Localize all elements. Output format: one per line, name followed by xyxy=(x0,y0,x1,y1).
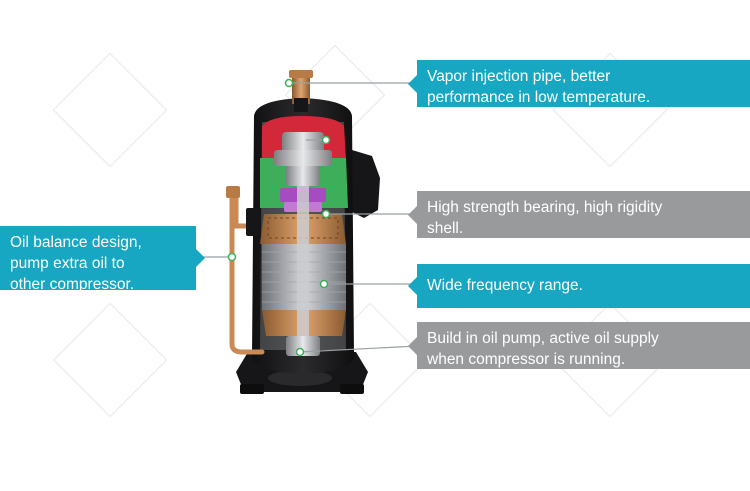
callout-text: shell. xyxy=(427,220,464,237)
callout-text: other compressor. xyxy=(10,276,135,293)
callout-pointer xyxy=(408,205,417,224)
callout-frequency: Wide frequency range. xyxy=(408,264,750,308)
callout-pointer xyxy=(408,277,417,295)
callout-pointer xyxy=(196,249,205,267)
crankshaft xyxy=(297,186,309,356)
callout-pointer xyxy=(408,74,417,93)
callout-text: Oil balance design, xyxy=(10,234,142,251)
callout-oil-balance: Oil balance design, pump extra oil to ot… xyxy=(0,226,205,293)
callout-text: performance in low temperature. xyxy=(427,89,651,106)
terminal-box xyxy=(352,150,380,218)
callout-text: Vapor injection pipe, better xyxy=(427,68,611,85)
scroll-set xyxy=(274,132,332,186)
callout-pointer xyxy=(408,336,417,355)
callout-vapor-injection: Vapor injection pipe, better performance… xyxy=(408,60,750,107)
callout-text: Wide frequency range. xyxy=(427,277,583,294)
callout-text: Build in oil pump, active oil supply xyxy=(427,330,659,347)
vapor-injection-pipe xyxy=(289,70,313,112)
callout-text: when compressor is running. xyxy=(427,351,626,368)
leader-dots xyxy=(227,78,331,357)
callout-bearing: High strength bearing, high rigidity she… xyxy=(408,191,750,238)
callout-text: High strength bearing, high rigidity xyxy=(427,199,663,216)
callout-oil-pump: Build in oil pump, active oil supply whe… xyxy=(408,322,750,369)
callout-text: pump extra oil to xyxy=(10,255,125,272)
